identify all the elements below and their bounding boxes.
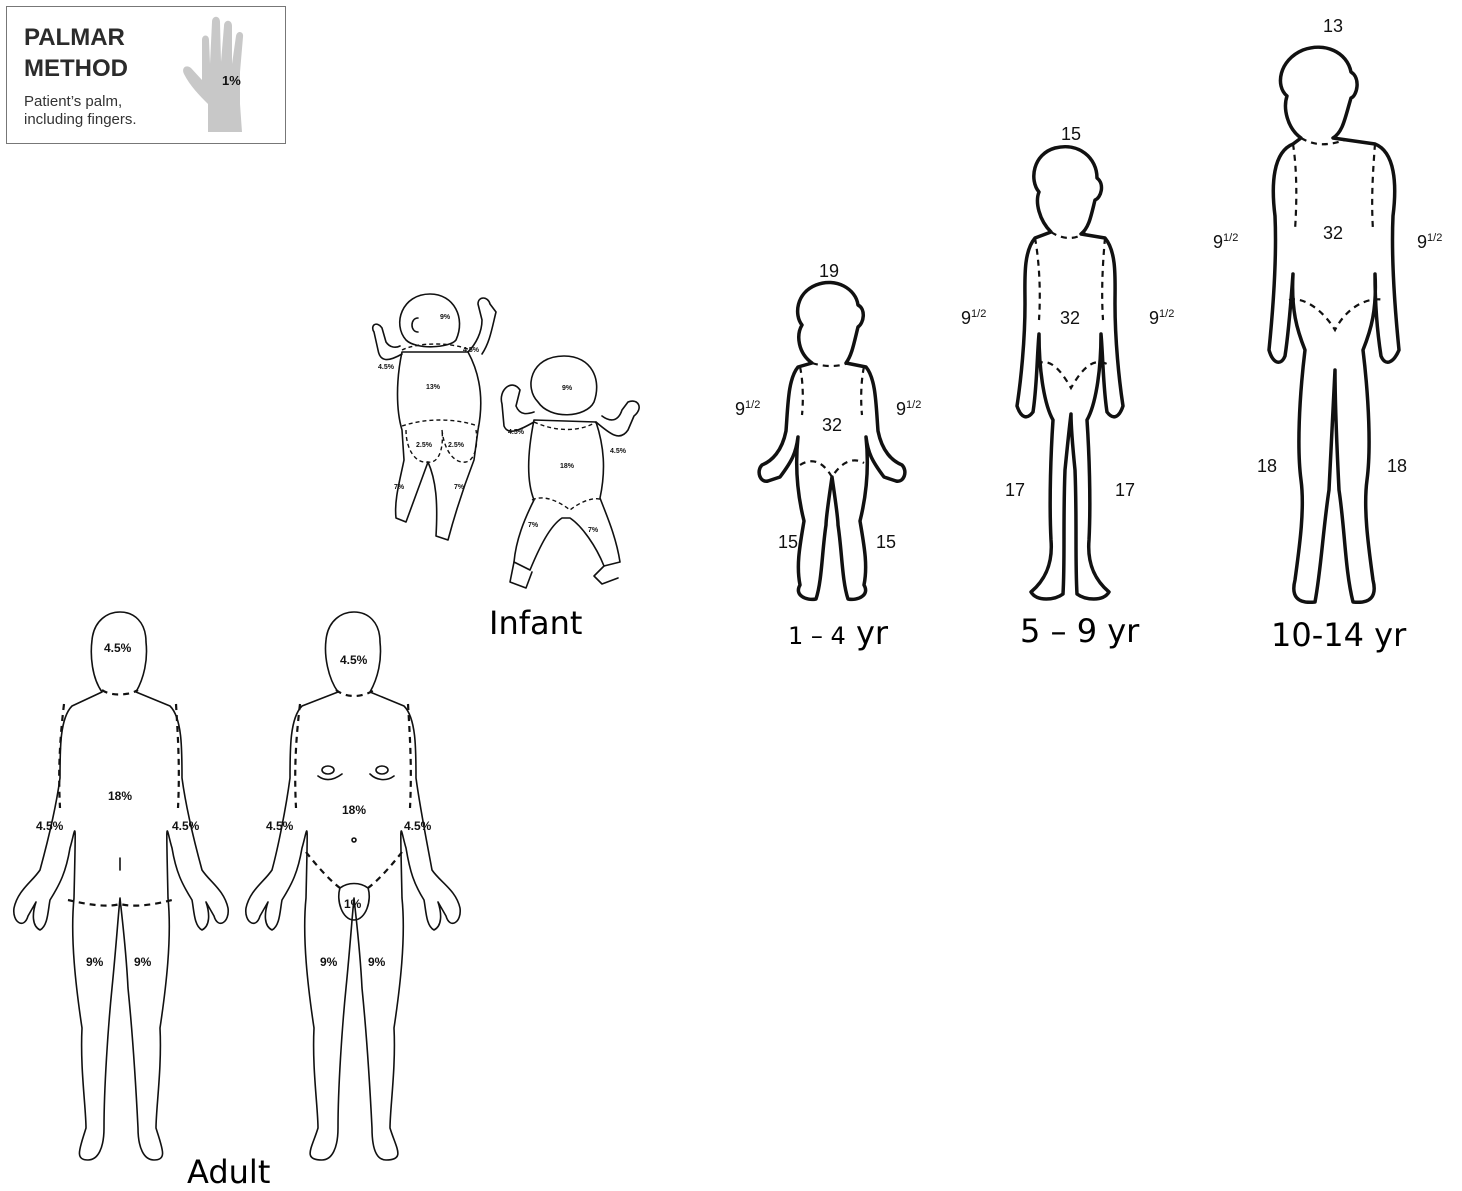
- infant-back-arm-left-label: 4.5%: [378, 364, 395, 371]
- infant-back-figure: 9% 4.5% 4.5% 13% 2.5% 2.5% 7% 7%: [366, 290, 506, 545]
- caption-1-4-yr: 1 – 4 yr: [788, 614, 888, 652]
- adult-back-arm-right-label: 4.5%: [172, 819, 200, 833]
- infant-back-leg-left-label: 7%: [394, 484, 405, 491]
- infant-back-head-label: 9%: [440, 314, 451, 321]
- caption-adult: Adult: [187, 1153, 270, 1191]
- adult-back-leg-left-label: 9%: [86, 955, 104, 969]
- child-10-14-arm-left-label: 91/2: [1213, 232, 1238, 252]
- infant-back-arm-right: [468, 298, 496, 354]
- adult-front-leg-left-label: 9%: [320, 955, 338, 969]
- infant-front-arm-right: [596, 401, 639, 436]
- caption-1-4-range: 1 – 4: [788, 622, 846, 650]
- caption-1-4-unit: yr: [856, 614, 888, 652]
- adult-front-outline: [246, 612, 460, 1160]
- infant-front-figure: 9% 4.5% 4.5% 18% 7% 7%: [486, 350, 656, 595]
- palmar-desc-line1: Patient’s palm,: [24, 93, 137, 111]
- adult-back-head-label: 4.5%: [104, 641, 132, 655]
- child-10-14-head-label: 13: [1323, 16, 1343, 36]
- adult-back-outline: [14, 612, 228, 1160]
- infant-back-leg-right-label: 7%: [454, 484, 465, 491]
- palmar-method-description: Patient’s palm, including fingers.: [24, 93, 137, 129]
- palmar-desc-line2: including fingers.: [24, 111, 137, 129]
- adult-front-trunk-label: 18%: [342, 803, 366, 817]
- child-1-4-head-label: 19: [819, 261, 839, 281]
- infant-back-trunk-label: 13%: [426, 384, 441, 391]
- child-5-9-trunk-label: 32: [1060, 308, 1080, 328]
- child-5-9-arm-left-label: 91/2: [961, 308, 986, 328]
- child-1-4-figure: 19 91/2 91/2 32 15 15: [730, 255, 940, 610]
- adult-front-head-label: 4.5%: [340, 653, 368, 667]
- child-10-14-figure: 13 91/2 91/2 32 18 18: [1205, 10, 1457, 610]
- palmar-method-title: PALMAR METHOD: [24, 22, 128, 84]
- child-10-14-leg-left-label: 18: [1257, 456, 1277, 476]
- infant-back-arm-right-label: 4.5%: [463, 347, 480, 354]
- child-1-4-leg-right-label: 15: [876, 532, 896, 552]
- adult-back-trunk-label: 18%: [108, 789, 132, 803]
- child-5-9-head-label: 15: [1061, 124, 1081, 144]
- palmar-title-line2: METHOD: [24, 53, 128, 84]
- child-5-9-leg-right-label: 17: [1115, 480, 1135, 500]
- child-10-14-outline: [1269, 47, 1399, 602]
- child-5-9-arm-right-label: 91/2: [1149, 308, 1174, 328]
- child-5-9-leg-left-label: 17: [1005, 480, 1025, 500]
- child-5-9-figure: 15 91/2 91/2 32 17 17: [955, 120, 1195, 605]
- infant-back-arm-left: [373, 324, 402, 359]
- child-10-14-trunk-label: 32: [1323, 223, 1343, 243]
- child-1-4-arm-left-label: 91/2: [735, 399, 760, 419]
- caption-10-14-yr: 10-14 yr: [1271, 616, 1406, 654]
- infant-front-feet: [510, 562, 618, 588]
- infant-front-body: [514, 420, 620, 570]
- adult-back-leg-right-label: 9%: [134, 955, 152, 969]
- child-10-14-leg-right-label: 18: [1387, 456, 1407, 476]
- infant-back-buttock-left-label: 2.5%: [416, 442, 433, 449]
- infant-front-leg-left-label: 7%: [528, 522, 539, 529]
- adult-front-arm-left-label: 4.5%: [266, 819, 294, 833]
- adult-back-figure: 4.5% 18% 4.5% 4.5% 9% 9%: [6, 608, 236, 1168]
- child-1-4-leg-left-label: 15: [778, 532, 798, 552]
- infant-front-head-label: 9%: [562, 385, 573, 392]
- infant-front-arm-right-label: 4.5%: [610, 448, 627, 455]
- infant-back-buttock-right-label: 2.5%: [448, 442, 465, 449]
- child-10-14-arm-right-label: 91/2: [1417, 232, 1442, 252]
- child-1-4-trunk-label: 32: [822, 415, 842, 435]
- adult-front-figure: 4.5% 18% 4.5% 4.5% 1% 9% 9%: [234, 608, 466, 1168]
- infant-back-head: [400, 294, 460, 347]
- infant-back-ear: [412, 318, 418, 332]
- caption-infant: Infant: [489, 604, 582, 642]
- infant-front-trunk-label: 18%: [560, 463, 575, 470]
- adult-front-leg-right-label: 9%: [368, 955, 386, 969]
- hand-icon: 1%: [178, 12, 268, 134]
- infant-front-arm-left: [501, 385, 534, 431]
- infant-front-leg-right-label: 7%: [588, 527, 599, 534]
- adult-back-arm-left-label: 4.5%: [36, 819, 64, 833]
- adult-front-genital-label: 1%: [344, 897, 362, 911]
- infant-front-arm-left-label: 4.5%: [508, 429, 525, 436]
- hand-label: 1%: [222, 73, 241, 88]
- palmar-title-line1: PALMAR: [24, 22, 128, 53]
- caption-5-9-yr: 5 – 9 yr: [1020, 612, 1139, 650]
- child-5-9-outline: [1017, 147, 1123, 599]
- adult-front-arm-right-label: 4.5%: [404, 819, 432, 833]
- child-1-4-arm-right-label: 91/2: [896, 399, 921, 419]
